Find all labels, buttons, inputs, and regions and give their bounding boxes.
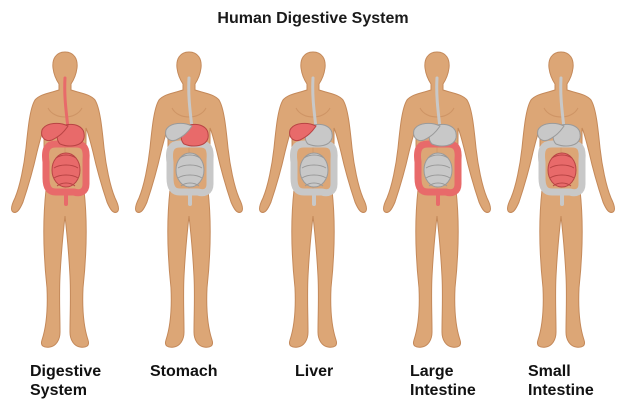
figure-large-intestine (376, 48, 498, 360)
diagram-title: Human Digestive System (217, 10, 409, 27)
liver (289, 122, 317, 141)
large-intestine (414, 140, 462, 197)
chest-shading (295, 107, 331, 118)
figure-small-intestine (500, 48, 622, 360)
chest-shading (543, 107, 579, 118)
large-intestine (290, 140, 338, 197)
small-intestine (423, 152, 453, 188)
body-figure-svg (259, 51, 367, 348)
small-intestine-mass (175, 152, 205, 188)
small-intestine-mass (547, 152, 577, 188)
figure-digestive-system (4, 48, 126, 360)
small-intestine-mass (299, 152, 329, 188)
esophagus (63, 76, 70, 130)
esophagus (559, 76, 566, 130)
liver (413, 122, 441, 141)
figure-liver (252, 48, 374, 360)
esophagus (435, 76, 442, 130)
chest-shading (47, 107, 83, 118)
body-figure-svg (135, 51, 243, 348)
liver (165, 122, 193, 141)
caption-digestive-system: Digestive System (30, 363, 102, 399)
small-intestine-coils (301, 154, 327, 187)
small-intestine-coils (425, 154, 451, 187)
caption-large-intestine: Large Intestine (410, 363, 476, 399)
small-intestine (51, 152, 81, 188)
small-intestine-mass (51, 152, 81, 188)
esophagus (187, 76, 194, 130)
liver (537, 122, 565, 141)
small-intestine-coils (177, 154, 203, 187)
caption-small-intestine: Small Intestine (528, 363, 594, 399)
small-intestine (175, 152, 205, 188)
large-intestine (42, 140, 90, 197)
body-figure-svg (507, 51, 615, 348)
small-intestine (299, 152, 329, 188)
body-figure-svg (383, 51, 491, 348)
figure-stomach (128, 48, 250, 360)
small-intestine-mass (423, 152, 453, 188)
esophagus (311, 76, 318, 130)
chest-shading (171, 107, 207, 118)
small-intestine-coils (53, 154, 79, 187)
small-intestine (547, 152, 577, 188)
large-intestine (538, 140, 586, 197)
small-intestine-coils (549, 154, 575, 187)
body-figure-svg (11, 51, 119, 348)
liver (41, 122, 69, 141)
caption-liver: Liver (295, 363, 334, 380)
large-intestine (166, 140, 214, 197)
caption-stomach: Stomach (150, 363, 218, 380)
chest-shading (419, 107, 455, 118)
